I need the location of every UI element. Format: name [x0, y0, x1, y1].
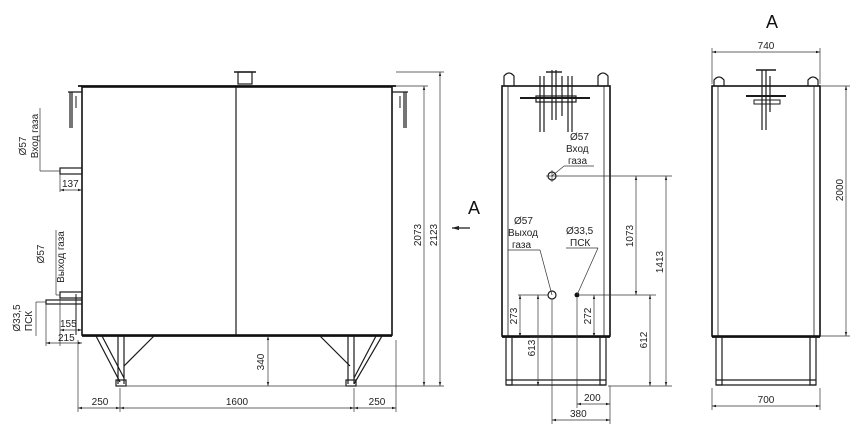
front-outlet-diameter: Ø57: [36, 244, 47, 263]
dim-1413: 1413: [655, 250, 666, 273]
right-hook: [403, 92, 407, 128]
side-inlet-diameter: Ø57: [570, 132, 589, 143]
view-arrow-letter: A: [468, 198, 480, 218]
dim-272: 272: [583, 307, 594, 324]
front-psk-diameter: Ø33,5: [12, 304, 23, 332]
side-psk-diameter: Ø33,5: [566, 226, 594, 237]
side-outlet-label-1: Выход: [508, 228, 538, 239]
view-arrow-a: A: [452, 198, 480, 231]
dim-155: 155: [60, 319, 77, 330]
dim-200: 200: [584, 393, 601, 404]
dim-137: 137: [62, 179, 79, 190]
side-left-leg: [505, 336, 513, 386]
front-psk-label: ПСК: [24, 311, 35, 331]
view-a-title: A: [766, 12, 778, 32]
view-a: A 740 2000 700: [711, 12, 850, 410]
view-a-right-leg: [809, 336, 817, 386]
dim-1073: 1073: [625, 224, 636, 247]
dim-380: 380: [570, 409, 587, 420]
dim-2123: 2123: [429, 223, 440, 246]
cabinet-body-front: [81, 86, 393, 336]
gas-inlet-pipe: [59, 167, 83, 175]
side-psk-label: ПСК: [570, 238, 590, 249]
left-leg: [95, 335, 155, 387]
dim-740: 740: [758, 41, 775, 52]
dim-700: 700: [758, 395, 775, 406]
dim-340: 340: [256, 353, 267, 370]
front-inlet-diameter: Ø57: [18, 136, 29, 155]
front-view: 2123 2073 340 250 1600 250 137 155 215 Ø…: [12, 71, 444, 412]
side-right-leg: [599, 336, 607, 386]
right-leg: [319, 335, 383, 387]
psk-pipe: [45, 299, 83, 305]
side-outlet-diameter: Ø57: [514, 216, 533, 227]
dim-612: 612: [639, 331, 650, 348]
side-view: Ø57 Вход газа Ø57 Выход газа Ø33,5 ПСК 2…: [501, 70, 672, 424]
front-outlet-label: Выход газа: [56, 231, 67, 283]
dim-215: 215: [58, 333, 75, 344]
dim-1600: 1600: [226, 397, 249, 408]
dim-613: 613: [527, 339, 538, 356]
left-hook: [69, 92, 73, 128]
dim-2000: 2000: [835, 178, 846, 201]
view-a-left-leg: [715, 336, 723, 386]
side-top-fittings: [503, 70, 609, 132]
vent-pipe: [237, 71, 253, 85]
dim-2073: 2073: [413, 223, 424, 246]
side-outlet-label-2: газа: [512, 240, 531, 251]
side-inlet-label-1: Вход: [566, 144, 589, 155]
gas-outlet-pipe: [59, 291, 83, 299]
side-inlet-label-2: газа: [568, 156, 587, 167]
front-inlet-label: Вход газа: [30, 113, 41, 158]
dim-250-right: 250: [369, 397, 386, 408]
dim-273: 273: [509, 307, 520, 324]
dim-250-left: 250: [92, 397, 109, 408]
view-a-top-fittings: [713, 69, 819, 130]
